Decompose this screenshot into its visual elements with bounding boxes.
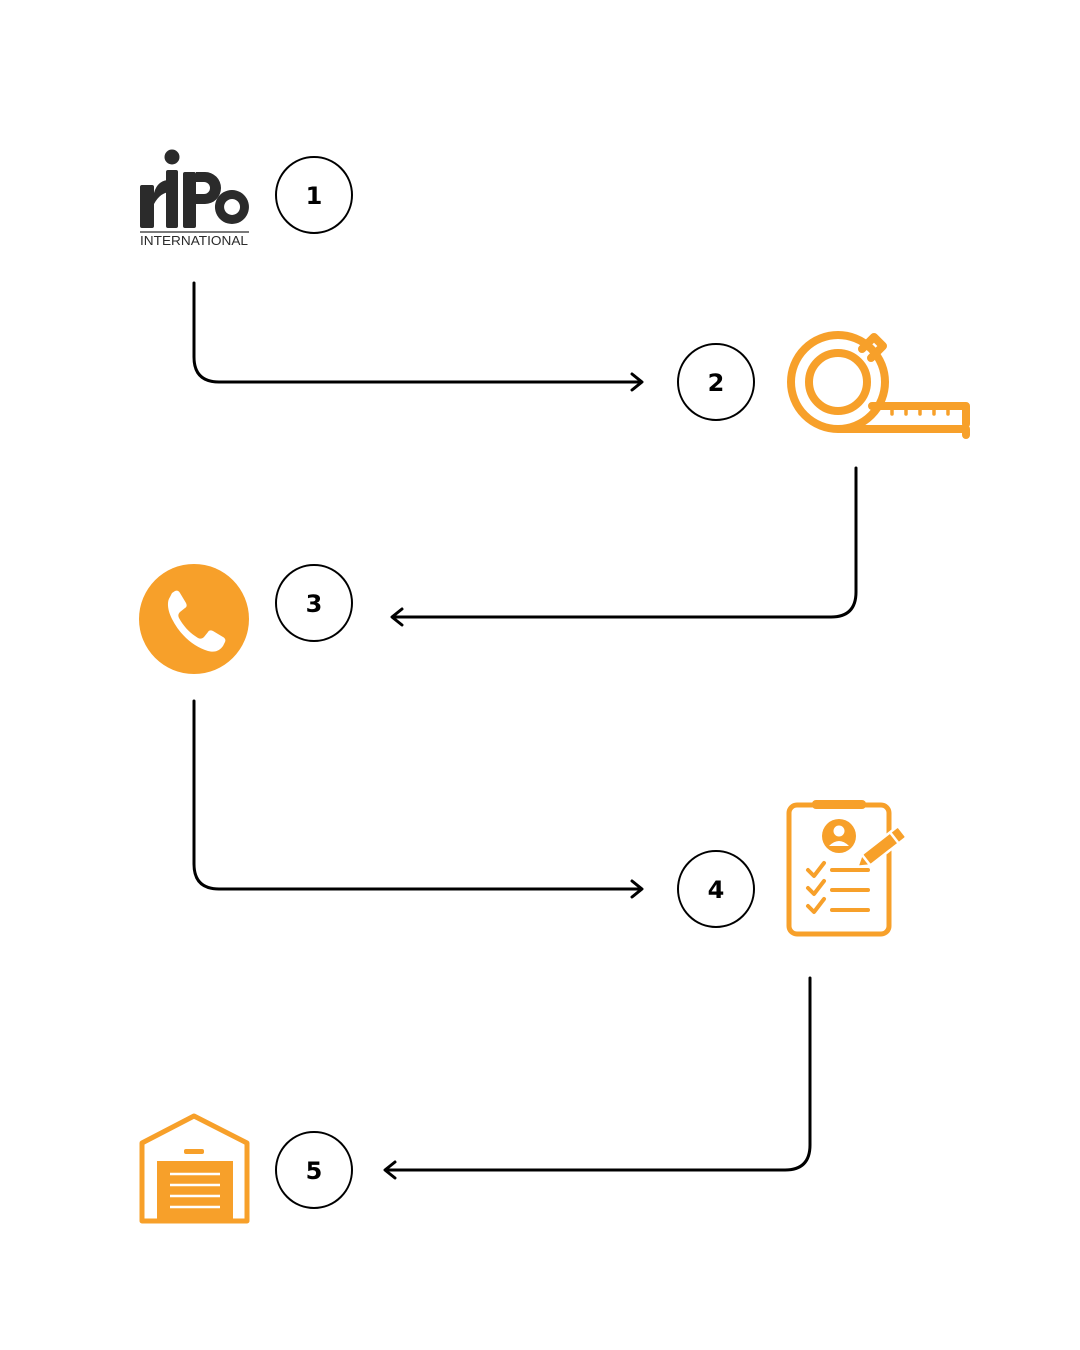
step-number-1: 1	[306, 182, 323, 210]
step-circle-4: 4	[677, 850, 755, 928]
clipboard-checklist-icon	[786, 800, 908, 937]
tape-measure-icon	[787, 331, 970, 439]
connector-4-to-5	[383, 976, 812, 1180]
garage-door-icon	[139, 1113, 250, 1224]
step-number-5: 5	[306, 1157, 323, 1185]
connector-1-to-2	[192, 281, 644, 392]
ripo-logo: INTERNATIONAL	[140, 149, 249, 248]
step-number-4: 4	[708, 876, 725, 904]
connectors	[192, 281, 858, 1180]
connector-3-to-4	[192, 699, 644, 899]
step-circle-1: 1	[275, 156, 353, 234]
step-circle-2: 2	[677, 343, 755, 421]
step-circle-3: 3	[275, 564, 353, 642]
step-number-2: 2	[708, 369, 725, 397]
step-circle-5: 5	[275, 1131, 353, 1209]
connector-2-to-3	[390, 466, 858, 627]
logo-subtitle: INTERNATIONAL	[140, 234, 248, 248]
phone-icon	[139, 564, 249, 674]
step-number-3: 3	[306, 590, 323, 618]
